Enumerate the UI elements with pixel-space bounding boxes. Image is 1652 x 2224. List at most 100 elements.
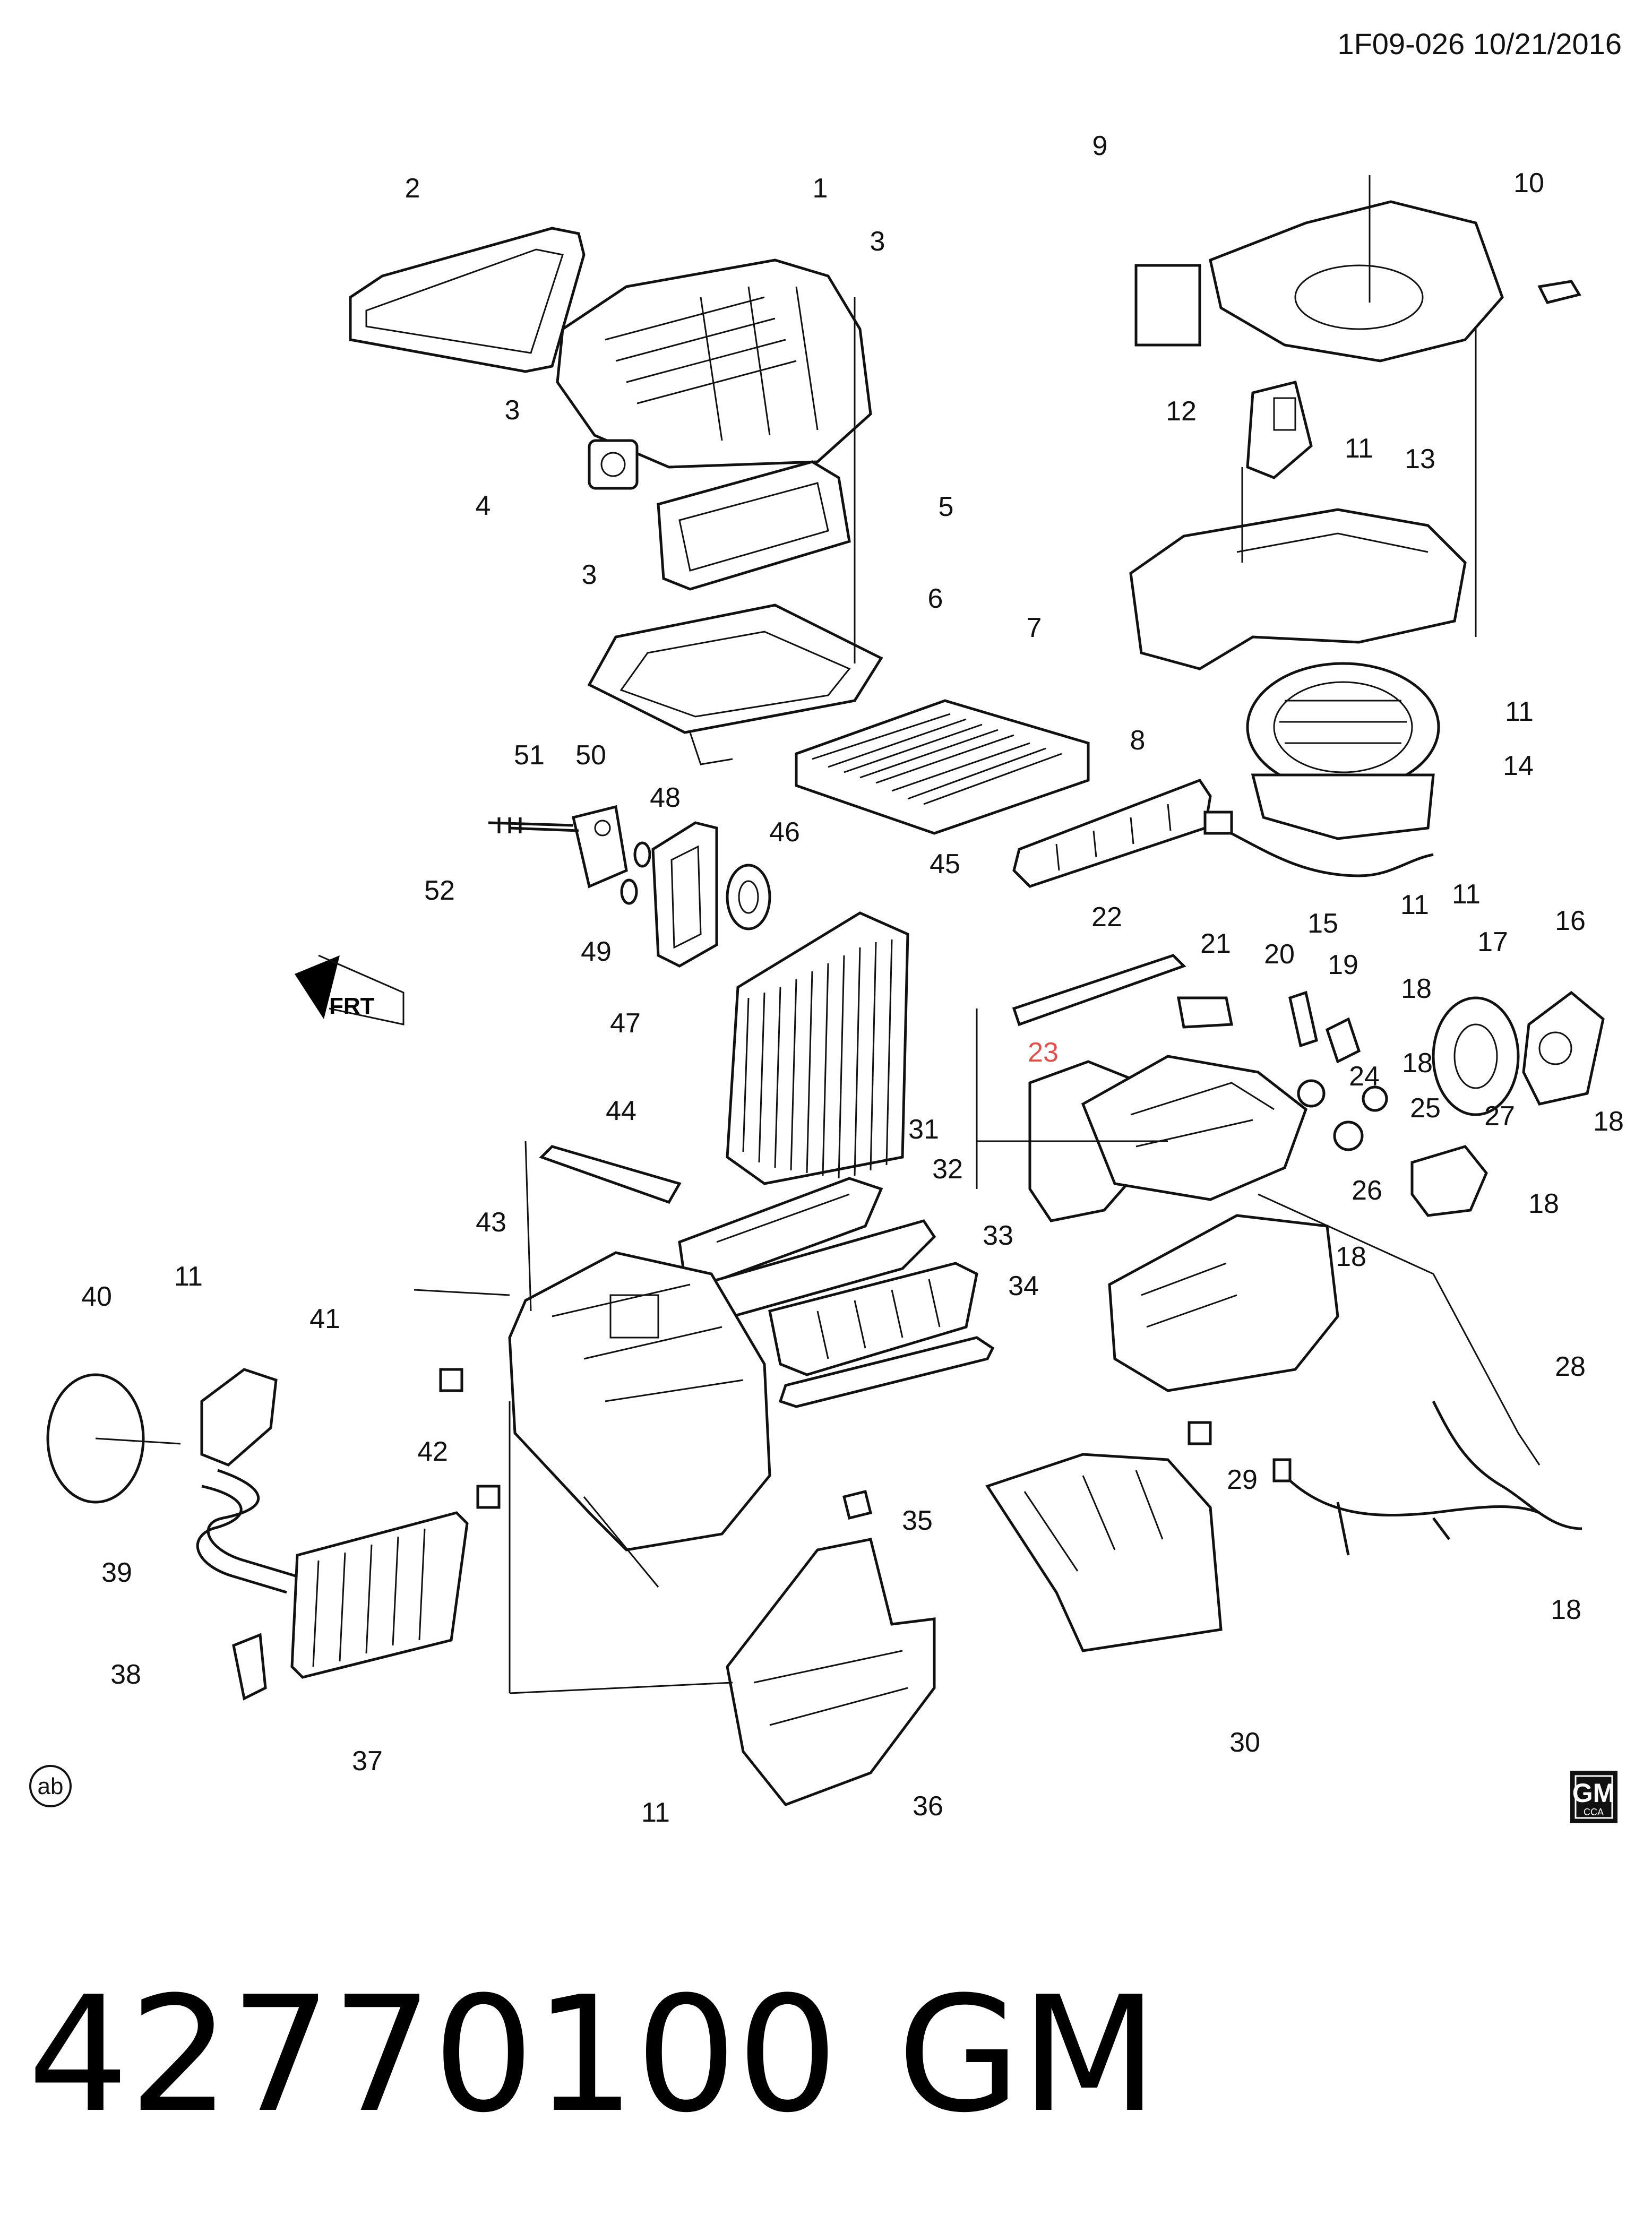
callout-14: 14 (1503, 751, 1534, 781)
footer-brand: GM (897, 1962, 1158, 2148)
part-lower-case-30 (985, 1453, 1223, 1652)
callout-52: 52 (424, 875, 455, 906)
callout-32: 32 (932, 1154, 963, 1185)
part-actuator-27 (1410, 1145, 1488, 1217)
callout-6: 6 (928, 583, 943, 614)
part-inlet-housing-1 (556, 258, 872, 469)
callout-11: 11 (641, 1797, 670, 1828)
front-arrow-icon (295, 955, 340, 1019)
part-heater-case-43 (508, 1251, 771, 1551)
part-gasket-47 (651, 821, 718, 968)
callout-11: 11 (174, 1261, 203, 1292)
callout-26: 26 (1352, 1175, 1382, 1206)
part-seal-21 (1177, 996, 1234, 1029)
callout-4: 4 (476, 490, 491, 521)
callout-24: 24 (1349, 1061, 1380, 1092)
callout-25: 25 (1410, 1093, 1441, 1124)
callout-17: 17 (1477, 927, 1508, 958)
callout-18: 18 (1402, 1048, 1433, 1079)
callout-43: 43 (476, 1207, 506, 1238)
part-gear-25 (1362, 1085, 1388, 1112)
callout-18: 18 (1336, 1242, 1366, 1272)
callout-13: 13 (1405, 444, 1435, 475)
ab-mark-text: ab (38, 1773, 64, 1799)
callout-1: 1 (813, 173, 828, 204)
part-blower-lower-case-13 (1129, 508, 1467, 670)
callout-50: 50 (575, 740, 606, 771)
callout-19: 19 (1328, 950, 1358, 980)
callout-22: 22 (1091, 902, 1122, 933)
part-bracket-41 (200, 1368, 278, 1467)
callout-20: 20 (1264, 939, 1295, 970)
callout-44: 44 (606, 1096, 636, 1126)
part-seal-46 (726, 864, 771, 930)
callout-51: 51 (514, 740, 545, 771)
part-wiring-harness-28 (1272, 1400, 1582, 1556)
leader-lines (414, 175, 1541, 1694)
callout-12: 12 (1166, 396, 1197, 427)
callout-39: 39 (101, 1557, 132, 1588)
part-stud-52 (488, 817, 574, 833)
callout-28: 28 (1555, 1351, 1586, 1382)
part-fastener-42 (439, 1368, 501, 1509)
part-evaporator-45 (726, 911, 909, 1185)
callout-3: 3 (505, 395, 520, 426)
part-heater-pipes (196, 1469, 298, 1594)
callout-16: 16 (1555, 906, 1586, 936)
callout-30: 30 (1229, 1727, 1260, 1758)
part-door-33 (768, 1262, 978, 1376)
callout-36: 36 (913, 1791, 943, 1822)
callout-21: 21 (1200, 928, 1231, 959)
callout-5: 5 (939, 492, 954, 522)
part-link-19 (1325, 1017, 1361, 1064)
footer-part-number: 42770100 (28, 1962, 838, 2148)
part-filter-frame-6 (587, 604, 883, 765)
callout-42: 42 (417, 1436, 448, 1467)
callout-18: 18 (1551, 1594, 1581, 1625)
part-filter-door-5 (657, 460, 851, 591)
callout-37: 37 (352, 1746, 383, 1777)
part-center-case-23 (1028, 1055, 1307, 1222)
part-cam-26 (1333, 1120, 1364, 1151)
part-clip-10 (1537, 280, 1581, 304)
callout-35: 35 (902, 1505, 933, 1536)
callout-45: 45 (930, 849, 960, 880)
callout-11: 11 (1345, 433, 1373, 464)
part-outlet-cover-40 (46, 1373, 181, 1504)
callouts: 1 2 3 3 3 4 5 6 7 8 9 10 11 11 11 11 11 … (81, 131, 1624, 1828)
part-distribution-case-right (1108, 1214, 1339, 1392)
part-blower-resistor-12 (1246, 380, 1313, 479)
gm-logo-text: GM (1572, 1778, 1615, 1808)
callout-27: 27 (1484, 1101, 1515, 1132)
callout-2: 2 (405, 173, 420, 204)
callout-41: 41 (309, 1304, 340, 1334)
callout-3: 3 (870, 226, 885, 257)
callout-33: 33 (983, 1220, 1013, 1251)
part-actuator-17 (1432, 996, 1520, 1116)
callout-7: 7 (1027, 613, 1042, 643)
callout-18: 18 (1401, 973, 1432, 1004)
callout-18: 18 (1593, 1106, 1624, 1137)
callout-8: 8 (1130, 725, 1146, 756)
part-seal-44 (539, 1145, 682, 1204)
part-lever-20 (1288, 990, 1318, 1048)
diagram-reference: 1F09-026 10/21/2016 (1337, 27, 1622, 61)
callout-11: 11 (1505, 696, 1534, 727)
callout-11: 11 (1452, 879, 1481, 910)
callout-34: 34 (1008, 1271, 1039, 1301)
callout-48: 48 (650, 782, 681, 813)
callout-3: 3 (582, 559, 597, 590)
callout-29: 29 (1227, 1464, 1258, 1495)
part-clamp-38 (232, 1633, 267, 1701)
callout-38: 38 (110, 1659, 141, 1690)
front-label: FRT (329, 993, 375, 1019)
part-expansion-valve-50 (572, 805, 628, 889)
ab-mark: ab (29, 1765, 72, 1807)
part-seal-48 (633, 841, 651, 868)
callout-47: 47 (610, 1008, 641, 1039)
part-seal-22 (1012, 954, 1186, 1027)
callout-40: 40 (81, 1281, 112, 1312)
callout-31: 31 (908, 1114, 939, 1145)
part-actuator-16 (1522, 990, 1605, 1106)
